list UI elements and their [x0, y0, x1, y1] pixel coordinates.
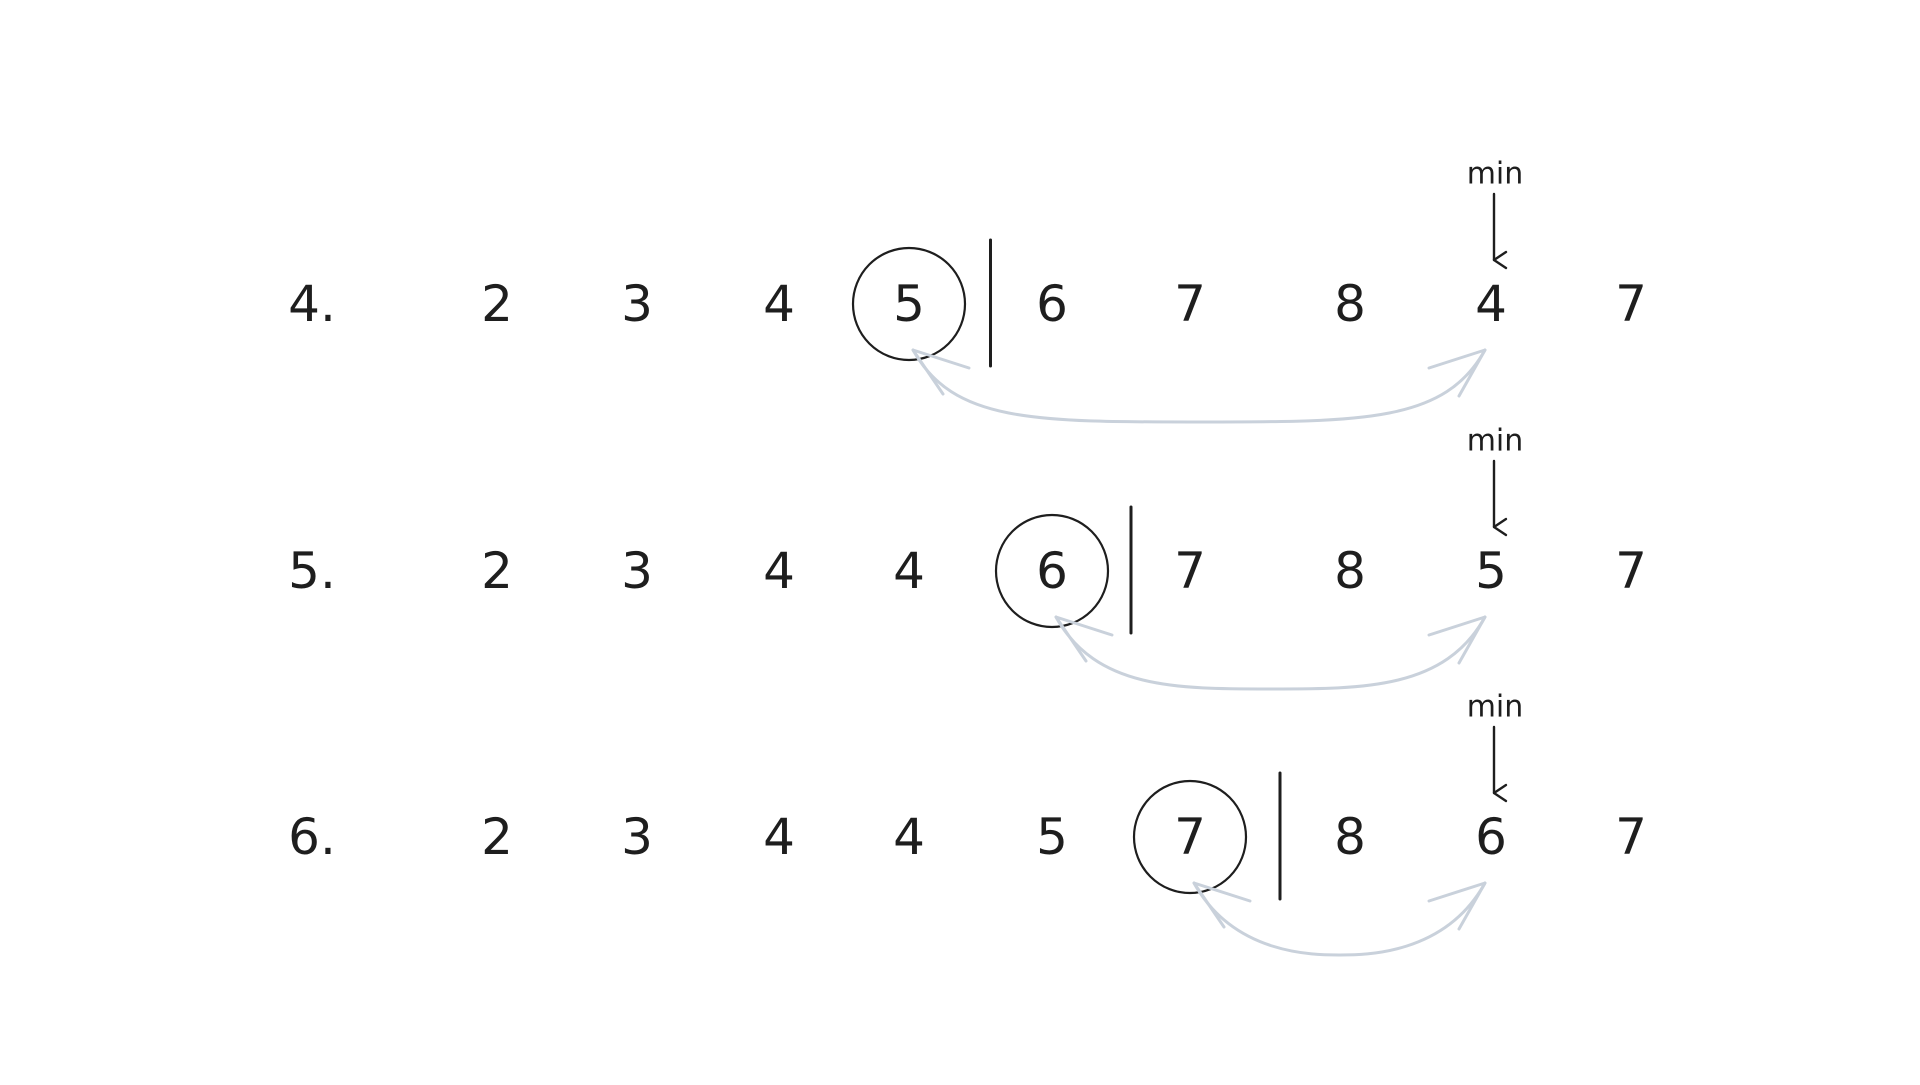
array-value: 8	[1334, 275, 1366, 333]
sort-step-row: 6. 2 3 4 4 5 7 8 6 7 min	[288, 690, 1647, 957]
swap-arrowhead-right	[1427, 348, 1487, 398]
swap-arrow-curve	[1192, 881, 1487, 957]
array-value: 6	[1475, 808, 1507, 866]
swap-arrowhead-right	[1427, 615, 1487, 665]
array-value: 5	[1475, 542, 1507, 600]
array-value: 2	[481, 275, 513, 333]
array-value: 4	[893, 808, 925, 866]
array-value: 3	[621, 808, 653, 866]
array-value: 6	[1036, 275, 1068, 333]
min-label: min	[1467, 157, 1524, 192]
swap-arrowhead-left	[1192, 881, 1252, 929]
array-value: 7	[1615, 275, 1647, 333]
array-value: 7	[1174, 275, 1206, 333]
array-value: 6	[1036, 542, 1068, 600]
array-value: 7	[1174, 808, 1206, 866]
min-label: min	[1467, 424, 1524, 459]
array-value: 2	[481, 808, 513, 866]
current-position-circle	[851, 246, 967, 362]
step-label: 4.	[288, 275, 336, 333]
array-value: 7	[1615, 542, 1647, 600]
array-value: 4	[893, 542, 925, 600]
step-label: 6.	[288, 808, 336, 866]
swap-arrowhead-right	[1427, 881, 1487, 931]
current-position-circle	[994, 513, 1110, 629]
swap-arrowhead-left	[911, 348, 971, 396]
swap-arrow-curve	[911, 348, 1487, 424]
swap-arrow-curve	[1054, 615, 1487, 691]
array-value: 5	[893, 275, 925, 333]
array-value: 4	[763, 542, 795, 600]
array-value: 2	[481, 542, 513, 600]
array-value: 5	[1036, 808, 1068, 866]
array-value: 4	[1475, 275, 1507, 333]
array-value: 8	[1334, 542, 1366, 600]
array-value: 3	[621, 275, 653, 333]
step-label: 5.	[288, 542, 336, 600]
swap-arrowhead-left	[1054, 615, 1114, 663]
array-value: 4	[763, 808, 795, 866]
current-position-circle	[1132, 779, 1248, 895]
array-value: 8	[1334, 808, 1366, 866]
array-value: 4	[763, 275, 795, 333]
array-value: 7	[1174, 542, 1206, 600]
min-label: min	[1467, 690, 1524, 725]
array-value: 3	[621, 542, 653, 600]
sort-step-row: 5. 2 3 4 4 6 7 8 5 7 min	[288, 424, 1647, 691]
array-value: 7	[1615, 808, 1647, 866]
sort-step-row: 4. 2 3 4 5 6 7 8 4 7 min	[288, 157, 1647, 424]
